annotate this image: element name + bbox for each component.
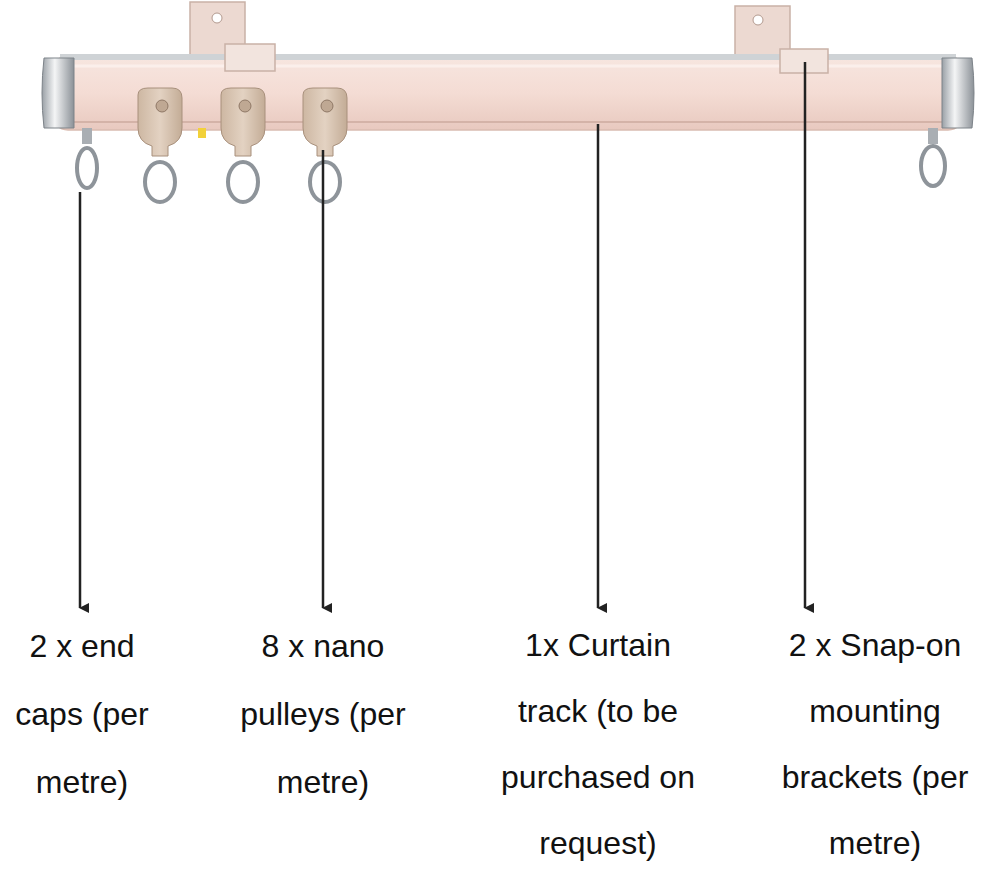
callout-label: 8 x nano pulleys (per metre) [218,612,428,816]
callout-label: 2 x end caps (per metre) [4,612,160,816]
leader-arrow [80,62,805,608]
callout-label: 2 x Snap-on mounting brackets (per metre… [755,612,995,876]
callout-label: 1x Curtain track (to be purchased on req… [493,612,703,876]
nano-pulley [138,88,347,202]
mounting-bracket [190,2,790,62]
snap-clip [225,44,828,73]
end-cap [42,58,974,188]
